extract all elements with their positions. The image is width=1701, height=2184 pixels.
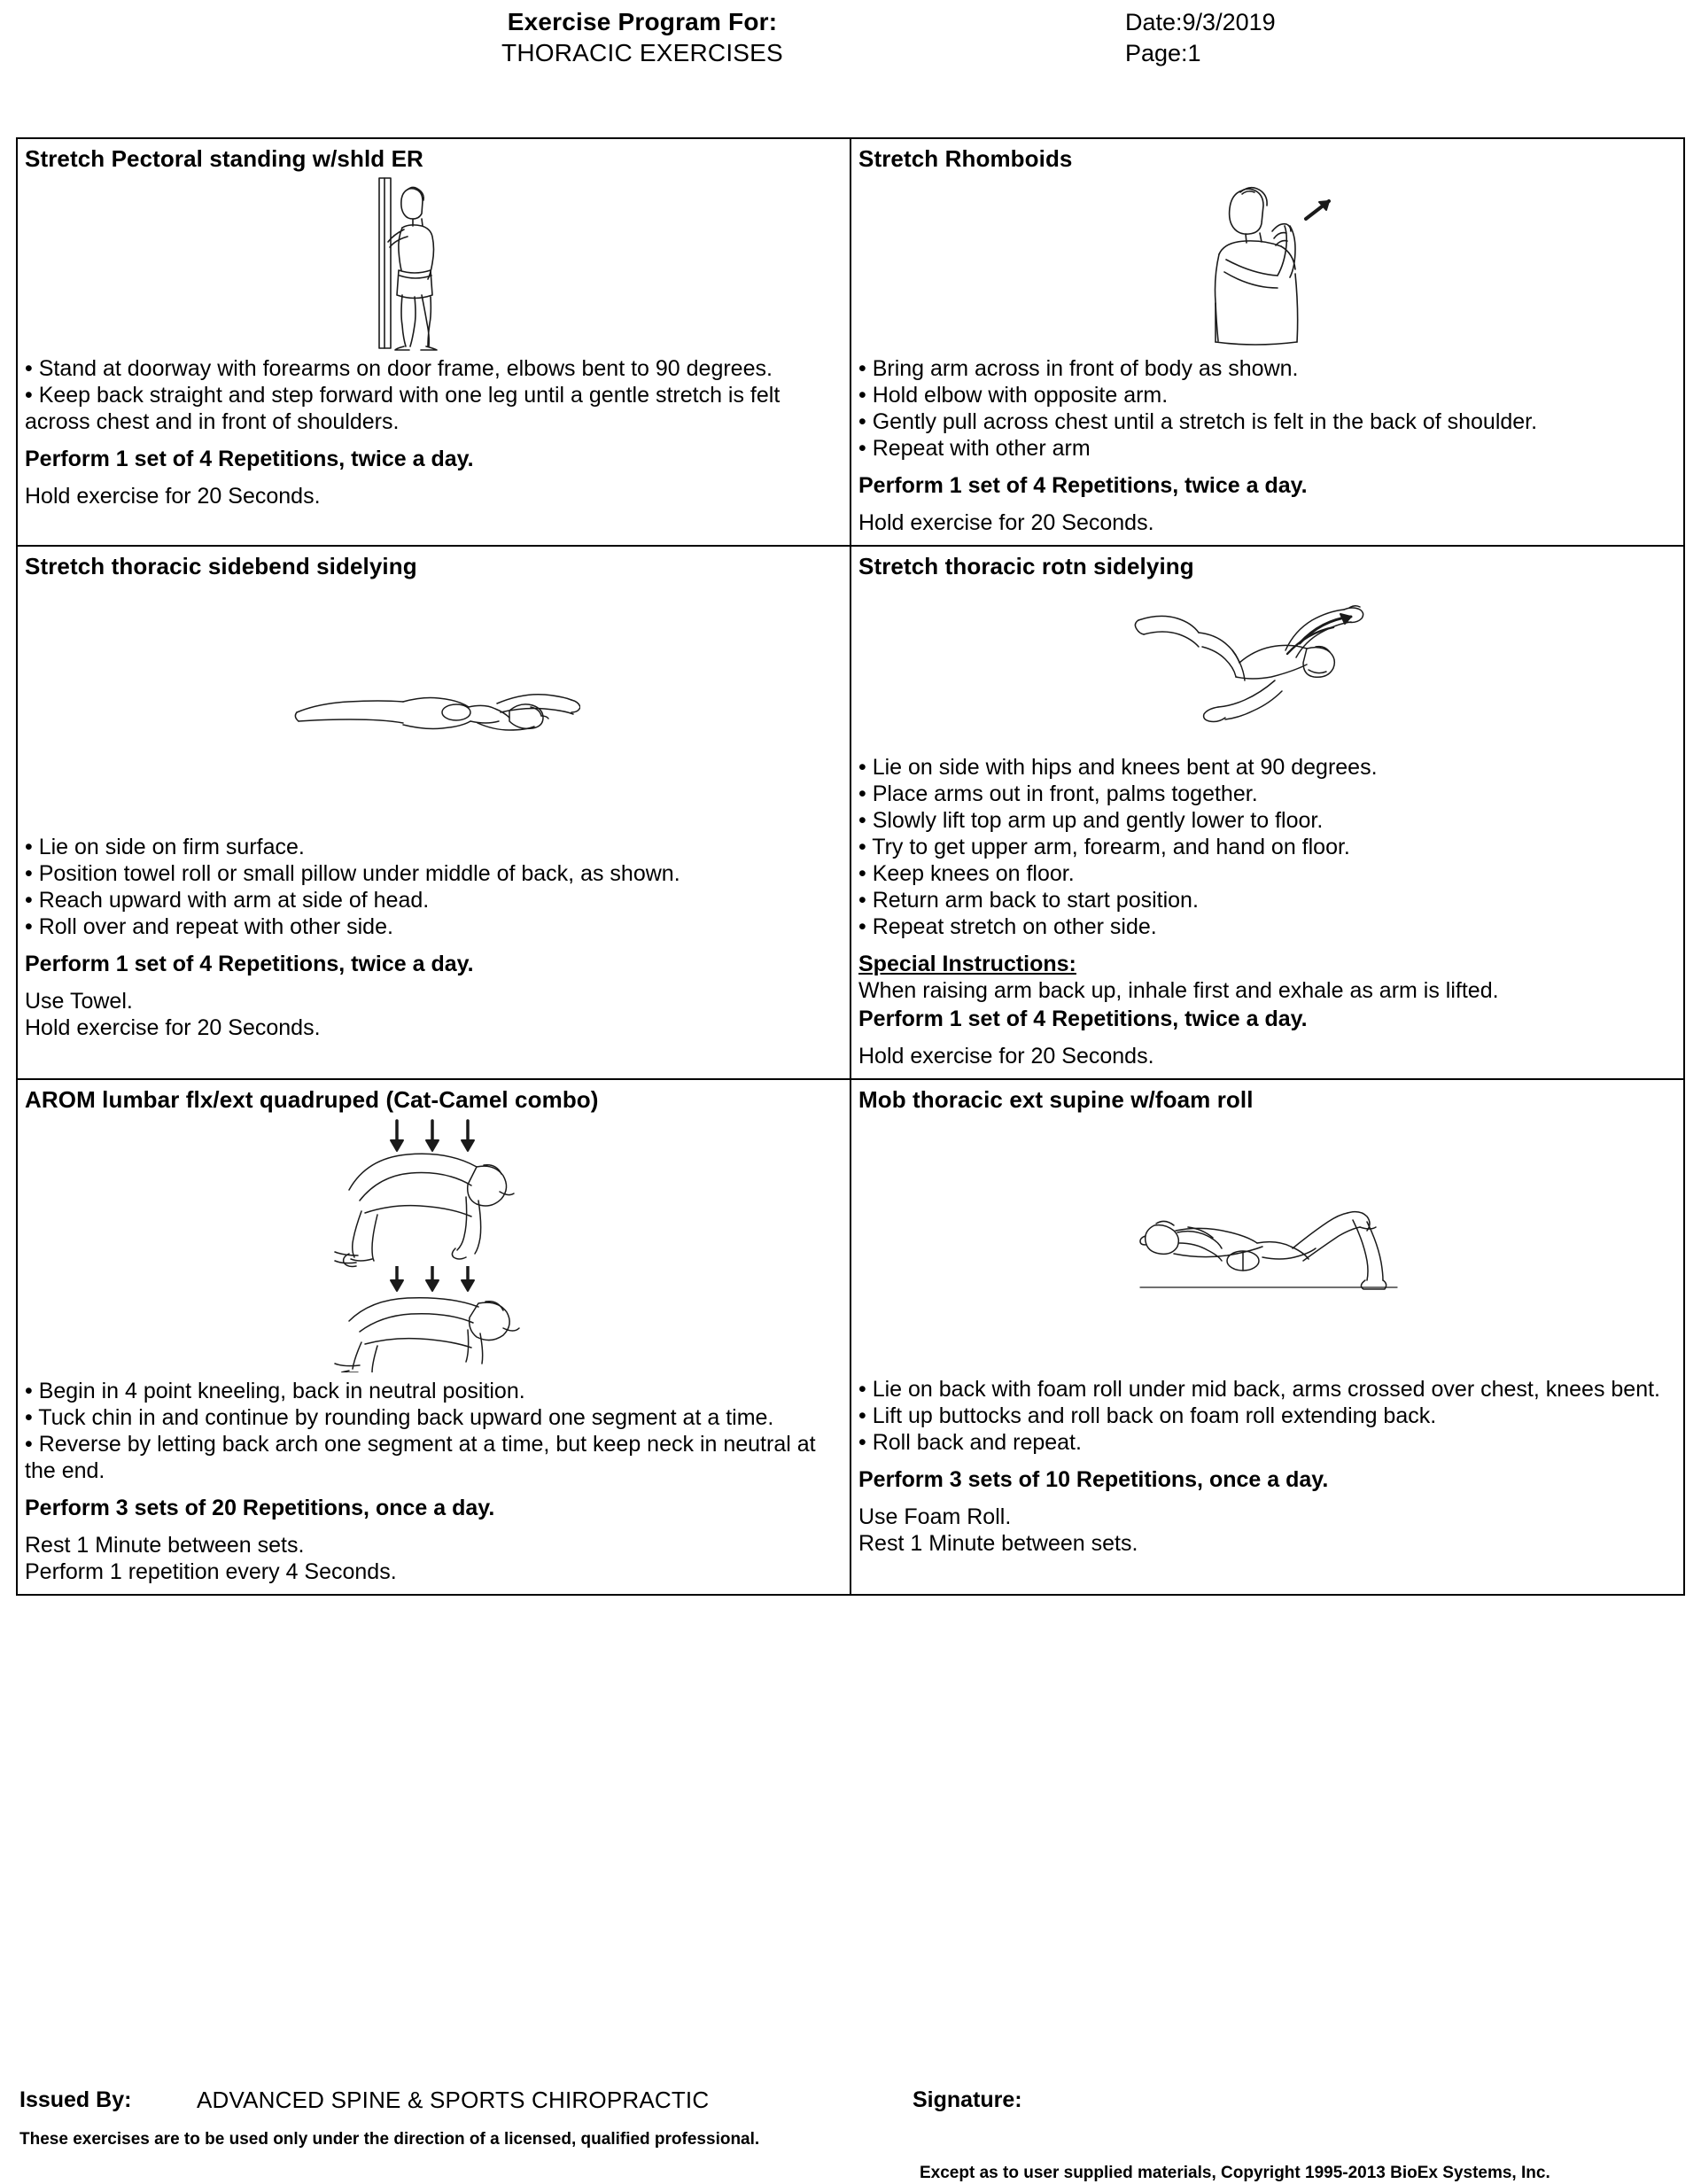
page-number: Page:1 — [1125, 40, 1201, 66]
disclaimer-text: These exercises are to be used only unde… — [19, 2130, 760, 2149]
exercise-cell-rhomboid-stretch: Stretch Rhomboids — [850, 137, 1685, 547]
bullet-item: • Lift up buttocks and roll back on foam… — [858, 1403, 1437, 1428]
bullet-item: • Reverse by letting back arch one segme… — [25, 1432, 816, 1483]
exercise-illustration-cat-camel — [25, 1115, 843, 1372]
bullet-item: • Position towel roll or small pillow un… — [25, 861, 680, 886]
table-row: Stretch Pectoral standing w/shld ER — [16, 137, 1685, 547]
exercise-title: Stretch thoracic rotn sidelying — [858, 553, 1194, 579]
table-row: AROM lumbar flx/ext quadruped (Cat-Camel… — [16, 1078, 1685, 1596]
exercise-illustration-rotation — [858, 582, 1676, 750]
exercise-bullets: • Begin in 4 point kneeling, back in neu… — [25, 1378, 843, 1484]
exercise-title: Stretch Pectoral standing w/shld ER — [25, 145, 423, 172]
exercise-cell-thoracic-sidebend: Stretch thoracic sidebend sidelying — [16, 545, 851, 1080]
bullet-item: • Repeat stretch on other side. — [858, 914, 1157, 939]
exercise-cell-foam-roll: Mob thoracic ext supine w/foam roll — [850, 1078, 1685, 1596]
clinic-name: ADVANCED SPINE & SPORTS CHIROPRACTIC — [197, 2087, 710, 2113]
exercise-bullets: • Bring arm across in front of body as s… — [858, 355, 1676, 462]
bullet-item: • Return arm back to start position. — [858, 888, 1199, 913]
exercise-prescription: Perform 3 sets of 20 Repetitions, once a… — [25, 1496, 495, 1520]
page-title: Exercise Program For: — [507, 8, 778, 35]
exercise-title: Stretch thoracic sidebend sidelying — [25, 553, 417, 579]
exercise-note: Rest 1 Minute between sets. — [858, 1531, 1138, 1556]
special-instructions-label: Special Instructions: — [858, 952, 1076, 976]
bullet-item: • Slowly lift top arm up and gently lowe… — [858, 808, 1324, 833]
exercise-cell-cat-camel: AROM lumbar flx/ext quadruped (Cat-Camel… — [16, 1078, 851, 1596]
exercise-bullets: • Lie on side with hips and knees bent a… — [858, 754, 1676, 940]
bullet-item: • Lie on side with hips and knees bent a… — [858, 755, 1378, 780]
exercise-bullets: • Stand at doorway with forearms on door… — [25, 355, 843, 435]
bullet-item: • Reach upward with arm at side of head. — [25, 888, 430, 913]
bullet-item: • Roll back and repeat. — [858, 1430, 1082, 1455]
bullet-item: • Stand at doorway with forearms on door… — [25, 356, 773, 381]
exercise-cell-thoracic-rotation: Stretch thoracic rotn sidelying — [850, 545, 1685, 1080]
exercise-prescription: Perform 3 sets of 10 Repetitions, once a… — [858, 1467, 1329, 1492]
exercise-illustration-foam-roll — [858, 1115, 1676, 1372]
exercise-bullets: • Lie on back with foam roll under mid b… — [858, 1376, 1676, 1456]
exercise-note: Use Foam Roll. — [858, 1504, 1012, 1529]
header-meta-block: Date:9/3/2019 Page:1 — [1125, 7, 1480, 69]
bullet-item: • Keep back straight and step forward wi… — [25, 383, 781, 434]
exercise-note: Hold exercise for 20 Seconds. — [858, 1044, 1154, 1069]
exercise-prescription: Perform 1 set of 4 Repetitions, twice a … — [858, 1007, 1308, 1031]
exercise-note: Hold exercise for 20 Seconds. — [25, 484, 321, 509]
bullet-item: • Keep knees on floor. — [858, 861, 1075, 886]
bullet-item: • Try to get upper arm, forearm, and han… — [858, 835, 1350, 859]
exercise-cell-pectoral-stretch: Stretch Pectoral standing w/shld ER — [16, 137, 851, 547]
issued-by-label: Issued By: — [19, 2087, 132, 2112]
exercise-note: Use Towel. — [25, 989, 133, 1014]
exercise-bullets: • Lie on side on firm surface. • Positio… — [25, 834, 843, 940]
exercise-title: AROM lumbar flx/ext quadruped (Cat-Camel… — [25, 1086, 599, 1113]
bullet-item: • Gently pull across chest until a stret… — [858, 409, 1538, 434]
exercise-prescription: Perform 1 set of 4 Repetitions, twice a … — [25, 447, 474, 471]
exercise-prescription: Perform 1 set of 4 Repetitions, twice a … — [25, 952, 474, 976]
exercise-illustration-sidebend — [25, 582, 843, 830]
exercise-note: Rest 1 Minute between sets. — [25, 1533, 305, 1558]
signature-label: Signature: — [913, 2087, 1022, 2112]
exercise-illustration-rhomboids — [858, 175, 1676, 352]
bullet-item: • Tuck chin in and continue by rounding … — [25, 1405, 774, 1430]
bullet-item: • Lie on side on firm surface. — [25, 835, 305, 859]
bullet-item: • Lie on back with foam roll under mid b… — [858, 1377, 1661, 1402]
bullet-item: • Roll over and repeat with other side. — [25, 914, 393, 939]
exercise-note: Hold exercise for 20 Seconds. — [25, 1015, 321, 1040]
bullet-item: • Place arms out in front, palms togethe… — [858, 781, 1258, 806]
exercise-title: Stretch Rhomboids — [858, 145, 1073, 172]
document-header: Exercise Program For: THORACIC EXERCISES… — [0, 0, 1701, 84]
bullet-item: • Repeat with other arm — [858, 436, 1091, 461]
exercise-illustration-pectoral — [25, 175, 843, 352]
bullet-item: • Bring arm across in front of body as s… — [858, 356, 1299, 381]
special-instructions-body: When raising arm back up, inhale first a… — [858, 978, 1499, 1003]
exercise-note: Perform 1 repetition every 4 Seconds. — [25, 1559, 397, 1584]
program-name: THORACIC EXERCISES — [501, 39, 783, 66]
exercise-prescription: Perform 1 set of 4 Repetitions, twice a … — [858, 473, 1308, 498]
document-footer: Issued By: ADVANCED SPINE & SPORTS CHIRO… — [0, 2087, 1701, 2182]
document-date: Date:9/3/2019 — [1125, 9, 1276, 35]
exercise-title: Mob thoracic ext supine w/foam roll — [858, 1086, 1254, 1113]
exercise-note: Hold exercise for 20 Seconds. — [858, 510, 1154, 535]
copyright-text: Except as to user supplied materials, Co… — [920, 2164, 1550, 2182]
table-row: Stretch thoracic sidebend sidelying — [16, 545, 1685, 1080]
header-title-block: Exercise Program For: THORACIC EXERCISES — [0, 7, 1285, 69]
exercise-table: Stretch Pectoral standing w/shld ER — [16, 137, 1685, 1596]
bullet-item: • Begin in 4 point kneeling, back in neu… — [25, 1379, 525, 1403]
bullet-item: • Hold elbow with opposite arm. — [858, 383, 1169, 408]
